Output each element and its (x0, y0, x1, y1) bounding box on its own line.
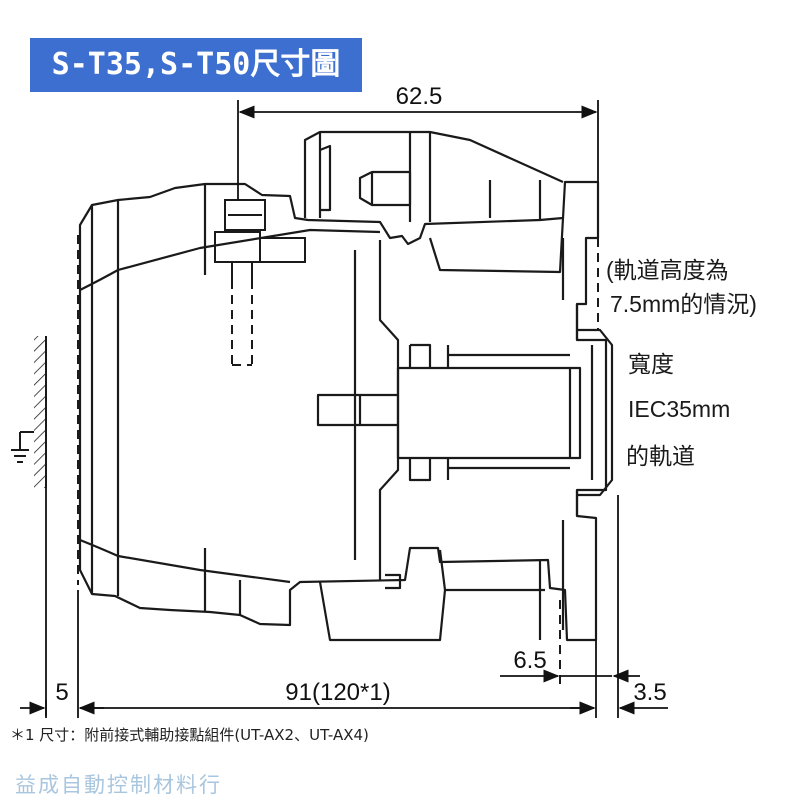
terminal-screw (214, 199, 306, 280)
dim-bottom-width-label: 91(120*1) (285, 679, 390, 706)
dim-rail-offset-label: 3.5 (633, 679, 666, 706)
rail-height-note-line2: 7.5mm的情況) (610, 291, 757, 317)
hidden-lines (77, 235, 599, 690)
rail-width-note-line2: IEC35mm (628, 396, 730, 422)
dim-top-width-label: 62.5 (396, 83, 443, 110)
contactor-body (78, 130, 614, 642)
rail-width-note-line3: 的軌道 (626, 443, 695, 469)
rail-height-note-line1: (軌道高度為 (606, 257, 729, 283)
mounting-wall (34, 336, 47, 488)
dim-top-width (237, 100, 599, 200)
watermark: 益成自動控制材料行 (15, 773, 222, 797)
rail-width-note-line1: 寬度 (628, 351, 674, 377)
dim-rail-depth-label: 6.5 (513, 647, 546, 674)
ground-icon (11, 431, 34, 463)
footnote: ＊1 尺寸：附前接式輔助接點組件(UT-AX2、UT-AX4) (10, 726, 369, 744)
dim-left-offset-label: 5 (55, 679, 68, 706)
page-title: S-T35,S-T50尺寸圖 (30, 38, 362, 92)
